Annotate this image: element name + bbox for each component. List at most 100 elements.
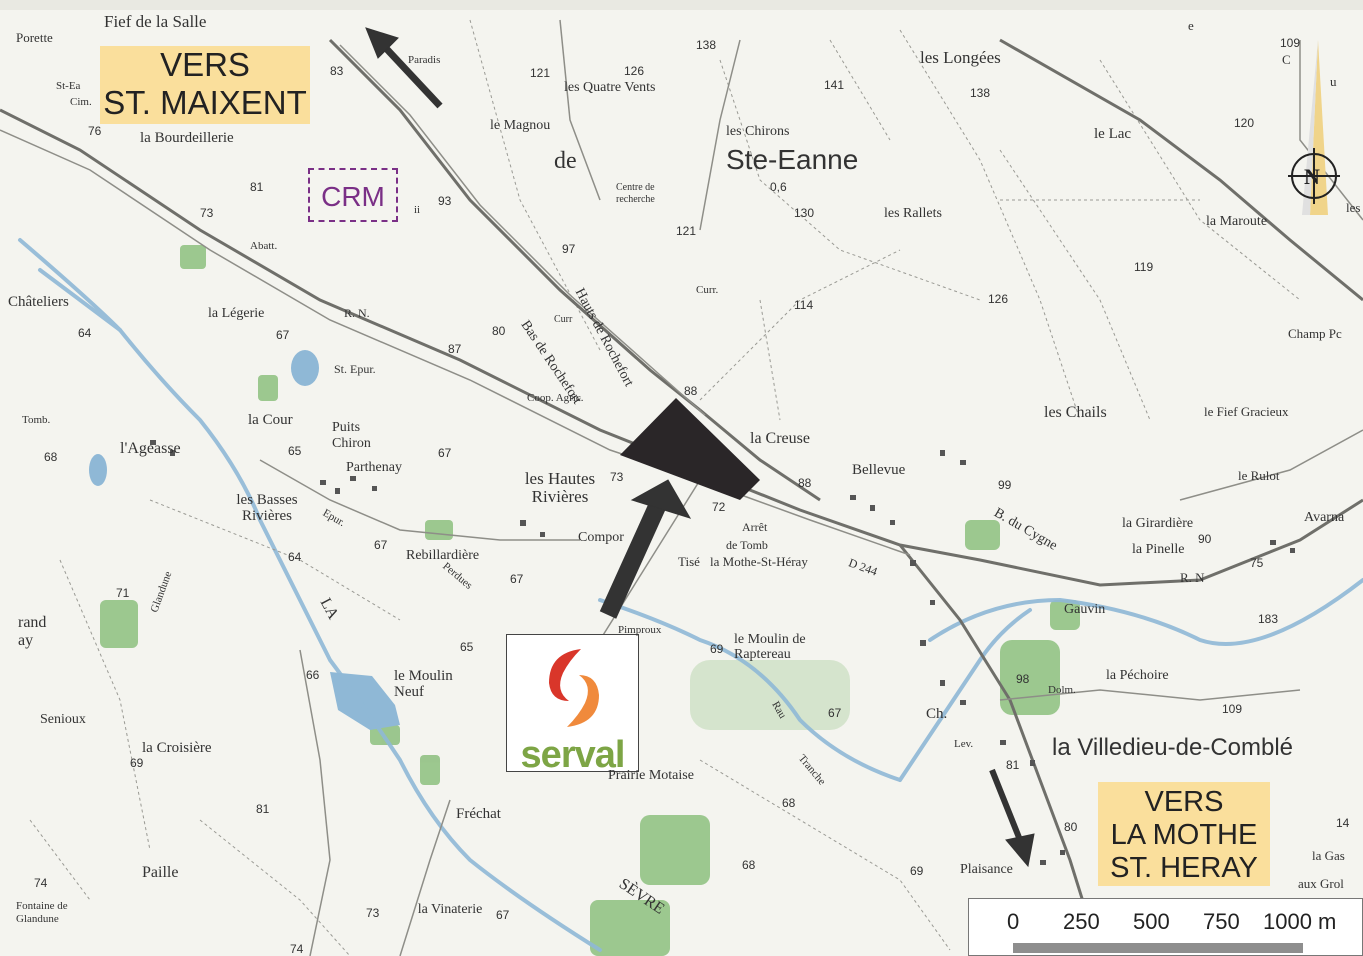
place-label: de Tomb <box>726 538 768 552</box>
place-label: la Vinaterie <box>417 902 483 917</box>
place-label: C <box>1282 52 1291 67</box>
spot-height: 138 <box>970 86 991 100</box>
spot-height: 183 <box>1258 612 1279 626</box>
place-label: la Maroute <box>1206 214 1268 229</box>
place-label: Compor <box>578 530 624 545</box>
place-label: u <box>1330 74 1337 89</box>
spot-height: 98 <box>1016 672 1030 686</box>
spot-height: 69 <box>710 642 724 656</box>
spot-height: 93 <box>438 194 452 208</box>
spot-height: 114 <box>794 298 814 312</box>
spot-height: 72 <box>712 500 726 514</box>
place-label: Avarna <box>1304 510 1345 525</box>
place-label: Curr <box>554 314 573 325</box>
callout-la-mothe: VERS LA MOTHE ST. HERAY <box>1098 782 1270 886</box>
spot-height: 87 <box>448 342 462 356</box>
callout-line: LA MOTHE <box>1110 819 1258 851</box>
place-label: les Chirons <box>726 124 790 139</box>
place-label: Rebillardière <box>406 548 480 563</box>
spot-height: 99 <box>998 478 1012 492</box>
spot-height: 69 <box>910 864 924 878</box>
scale-tick: 0 <box>1007 909 1020 934</box>
place-label: la Villedieu-de-Comblé <box>1052 734 1294 761</box>
spot-height: 126 <box>988 292 1009 306</box>
spot-height: 71 <box>116 586 130 600</box>
place-label: N <box>1304 164 1320 189</box>
scale-tick: 500 <box>1133 909 1170 934</box>
scale-tick: 750 <box>1203 909 1240 934</box>
place-label: Curr. <box>696 284 719 296</box>
place-label: Tisé <box>678 554 700 569</box>
place-label: rand ay <box>18 614 47 649</box>
place-label: aux Grol <box>1298 876 1344 891</box>
place-label: Porette <box>16 30 53 45</box>
serval-logo: serval <box>506 634 639 776</box>
spot-height: 83 <box>330 64 344 78</box>
place-label: les Chails <box>1044 404 1107 421</box>
place-label: Fréchat <box>456 806 501 822</box>
spot-height: 90 <box>1198 532 1212 546</box>
place-label: Paille <box>142 864 179 881</box>
place-label: la Girardière <box>1122 516 1194 531</box>
place-label: Centre de recherche <box>616 182 655 205</box>
spot-height: 121 <box>676 224 697 238</box>
place-label: la Bourdeillerie <box>140 130 234 146</box>
place-label: Gauvin <box>1064 602 1106 617</box>
place-label: la Creuse <box>750 430 810 447</box>
scale-tick: 1000 m <box>1263 909 1337 934</box>
spot-height: 68 <box>742 858 756 872</box>
spot-height: 65 <box>288 444 302 458</box>
spot-height: 66 <box>306 668 320 682</box>
place-label: la Croisière <box>142 740 212 756</box>
place-label: ii <box>414 204 421 216</box>
callout-line: VERS <box>1144 786 1224 818</box>
spot-height: 67 <box>510 572 524 586</box>
callout-line: ST. HERAY <box>1110 852 1258 884</box>
spot-height: 121 <box>530 66 551 80</box>
place-label: la Péchoire <box>1106 668 1169 683</box>
place-label: Fontaine de Glandune <box>16 900 68 925</box>
spot-height: 67 <box>496 908 510 922</box>
place-label: les Quatre Vents <box>564 80 656 95</box>
spot-height: 14 <box>1336 816 1350 830</box>
spot-height: 109 <box>1280 36 1301 50</box>
place-label: la Mothe-St-Héray <box>710 554 808 569</box>
spot-height: 65 <box>460 640 474 654</box>
place-label: Plaisance <box>960 862 1013 877</box>
place-label: les Longées <box>920 48 1001 67</box>
place-label: Arrêt <box>742 520 768 534</box>
spot-height: 88 <box>684 384 698 398</box>
spot-height: 69 <box>130 756 144 770</box>
spot-height: 0,6 <box>770 180 787 194</box>
spot-height: 67 <box>828 706 842 720</box>
place-label: le Rulot <box>1238 468 1280 483</box>
callout-line: ST. MAIXENT <box>103 84 307 121</box>
spot-height: 68 <box>782 796 796 810</box>
place-label: les Hautes Rivières <box>524 469 596 506</box>
spot-height: 126 <box>624 64 645 78</box>
place-label: la Gas <box>1312 848 1345 863</box>
place-label: R. N <box>1180 570 1205 585</box>
spot-height: 120 <box>1234 116 1255 130</box>
place-label: Coop. Agric. <box>527 392 584 404</box>
place-label: Pimproux <box>618 624 662 636</box>
spot-height: 74 <box>34 876 48 890</box>
place-label: la Cour <box>248 412 293 428</box>
place-label: les Rallets <box>884 206 942 221</box>
place-label: Prairie Motaise <box>608 768 694 783</box>
spot-height: 80 <box>492 324 506 338</box>
spot-height: 81 <box>250 180 264 194</box>
spot-height: 67 <box>438 446 452 460</box>
spot-height: 73 <box>366 906 380 920</box>
place-label: Abatt. <box>250 240 278 252</box>
place-label: de <box>554 148 577 174</box>
spot-height: 88 <box>798 476 812 490</box>
place-label: Dolm. <box>1048 684 1076 696</box>
crm-label: CRM <box>308 168 398 222</box>
spot-height: 141 <box>824 78 845 92</box>
place-label: Champ Pc <box>1288 326 1342 341</box>
serval-wordmark: serval <box>520 734 626 776</box>
place-label: Puits Chiron <box>332 420 371 451</box>
spot-height: 81 <box>1006 758 1020 772</box>
